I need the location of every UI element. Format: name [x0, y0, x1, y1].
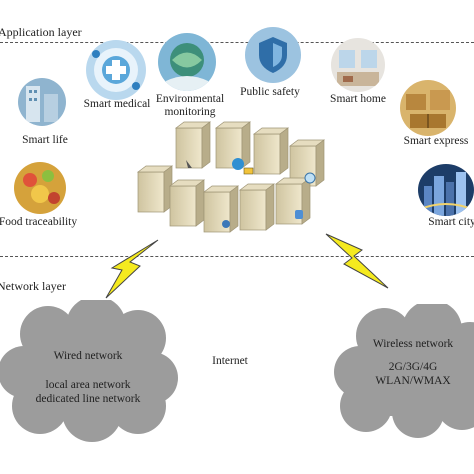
app-label-smart-medical: Smart medical: [83, 98, 151, 110]
wired-network-cloud: [0, 300, 178, 442]
medical-icon: [86, 40, 146, 100]
internet-label: Internet: [212, 355, 248, 367]
app-label-environmental-monitoring: Environmental monitoring: [145, 93, 235, 119]
app-label-smart-express: Smart express: [403, 135, 469, 147]
wired-network-line2: dedicated line network: [35, 393, 141, 405]
wireless-network-title: Wireless network: [372, 338, 454, 350]
app-label-smart-home: Smart home: [330, 93, 386, 105]
city-icon: [418, 164, 474, 216]
app-label-public-safety: Public safety: [240, 86, 300, 98]
server-cluster: [136, 121, 326, 233]
network-icon: [222, 220, 230, 228]
network-layer-label: Network layer: [0, 279, 66, 293]
app-label-food-traceability: Food traceability: [0, 216, 78, 228]
lightning-bolt-right-icon: [325, 233, 389, 289]
wireless-network-line2: WLAN/WMAX: [375, 375, 451, 387]
app-label-smart-life: Smart life: [22, 134, 68, 146]
wired-network-title: Wired network: [53, 350, 123, 362]
application-layer-label: Application layer: [0, 25, 82, 39]
wireless-network-cloud: [334, 304, 474, 438]
shield-icon: [245, 27, 301, 83]
lightning-bolt-left-icon: [105, 239, 159, 299]
database-icon: [295, 210, 303, 219]
magnifier-icon: [304, 172, 316, 184]
globe-icon: [232, 158, 244, 170]
wireless-network-line1: 2G/3G/4G: [388, 361, 438, 373]
app-label-smart-city: Smart city: [428, 216, 474, 228]
home-icon: [331, 38, 385, 92]
application-layer-divider: [0, 42, 474, 43]
folder-icon: [243, 167, 254, 175]
network-layer-divider: [0, 256, 474, 257]
app-label-environmental-monitoring-text: Environmental monitoring: [155, 93, 225, 118]
parcel-icon: [400, 80, 456, 136]
food-icon: [14, 162, 66, 214]
wired-network-line1: local area network: [45, 379, 131, 391]
cursor-icon: [186, 160, 192, 168]
building-icon: [18, 78, 66, 126]
globe-leaf-icon: [158, 33, 216, 91]
